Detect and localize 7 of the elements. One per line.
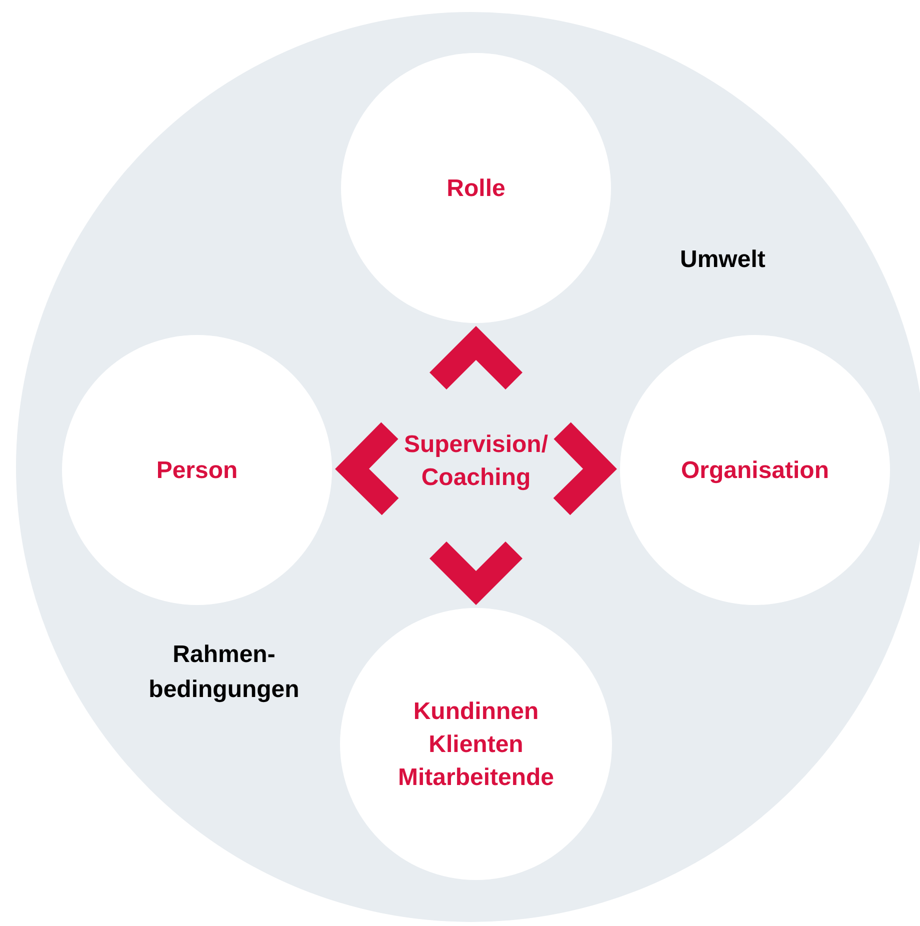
environment-label: Umwelt	[680, 245, 766, 275]
topic-label: Person	[155, 456, 239, 486]
center-label: Supervision/ Coaching	[402, 430, 550, 493]
topic-label: Rolle	[446, 174, 506, 204]
framework-label: Rahmen- bedingungen	[148, 640, 300, 705]
topic-label: Organisation	[680, 456, 830, 486]
topic-label: Kundinnen Klienten Mitarbeitende	[396, 696, 556, 792]
